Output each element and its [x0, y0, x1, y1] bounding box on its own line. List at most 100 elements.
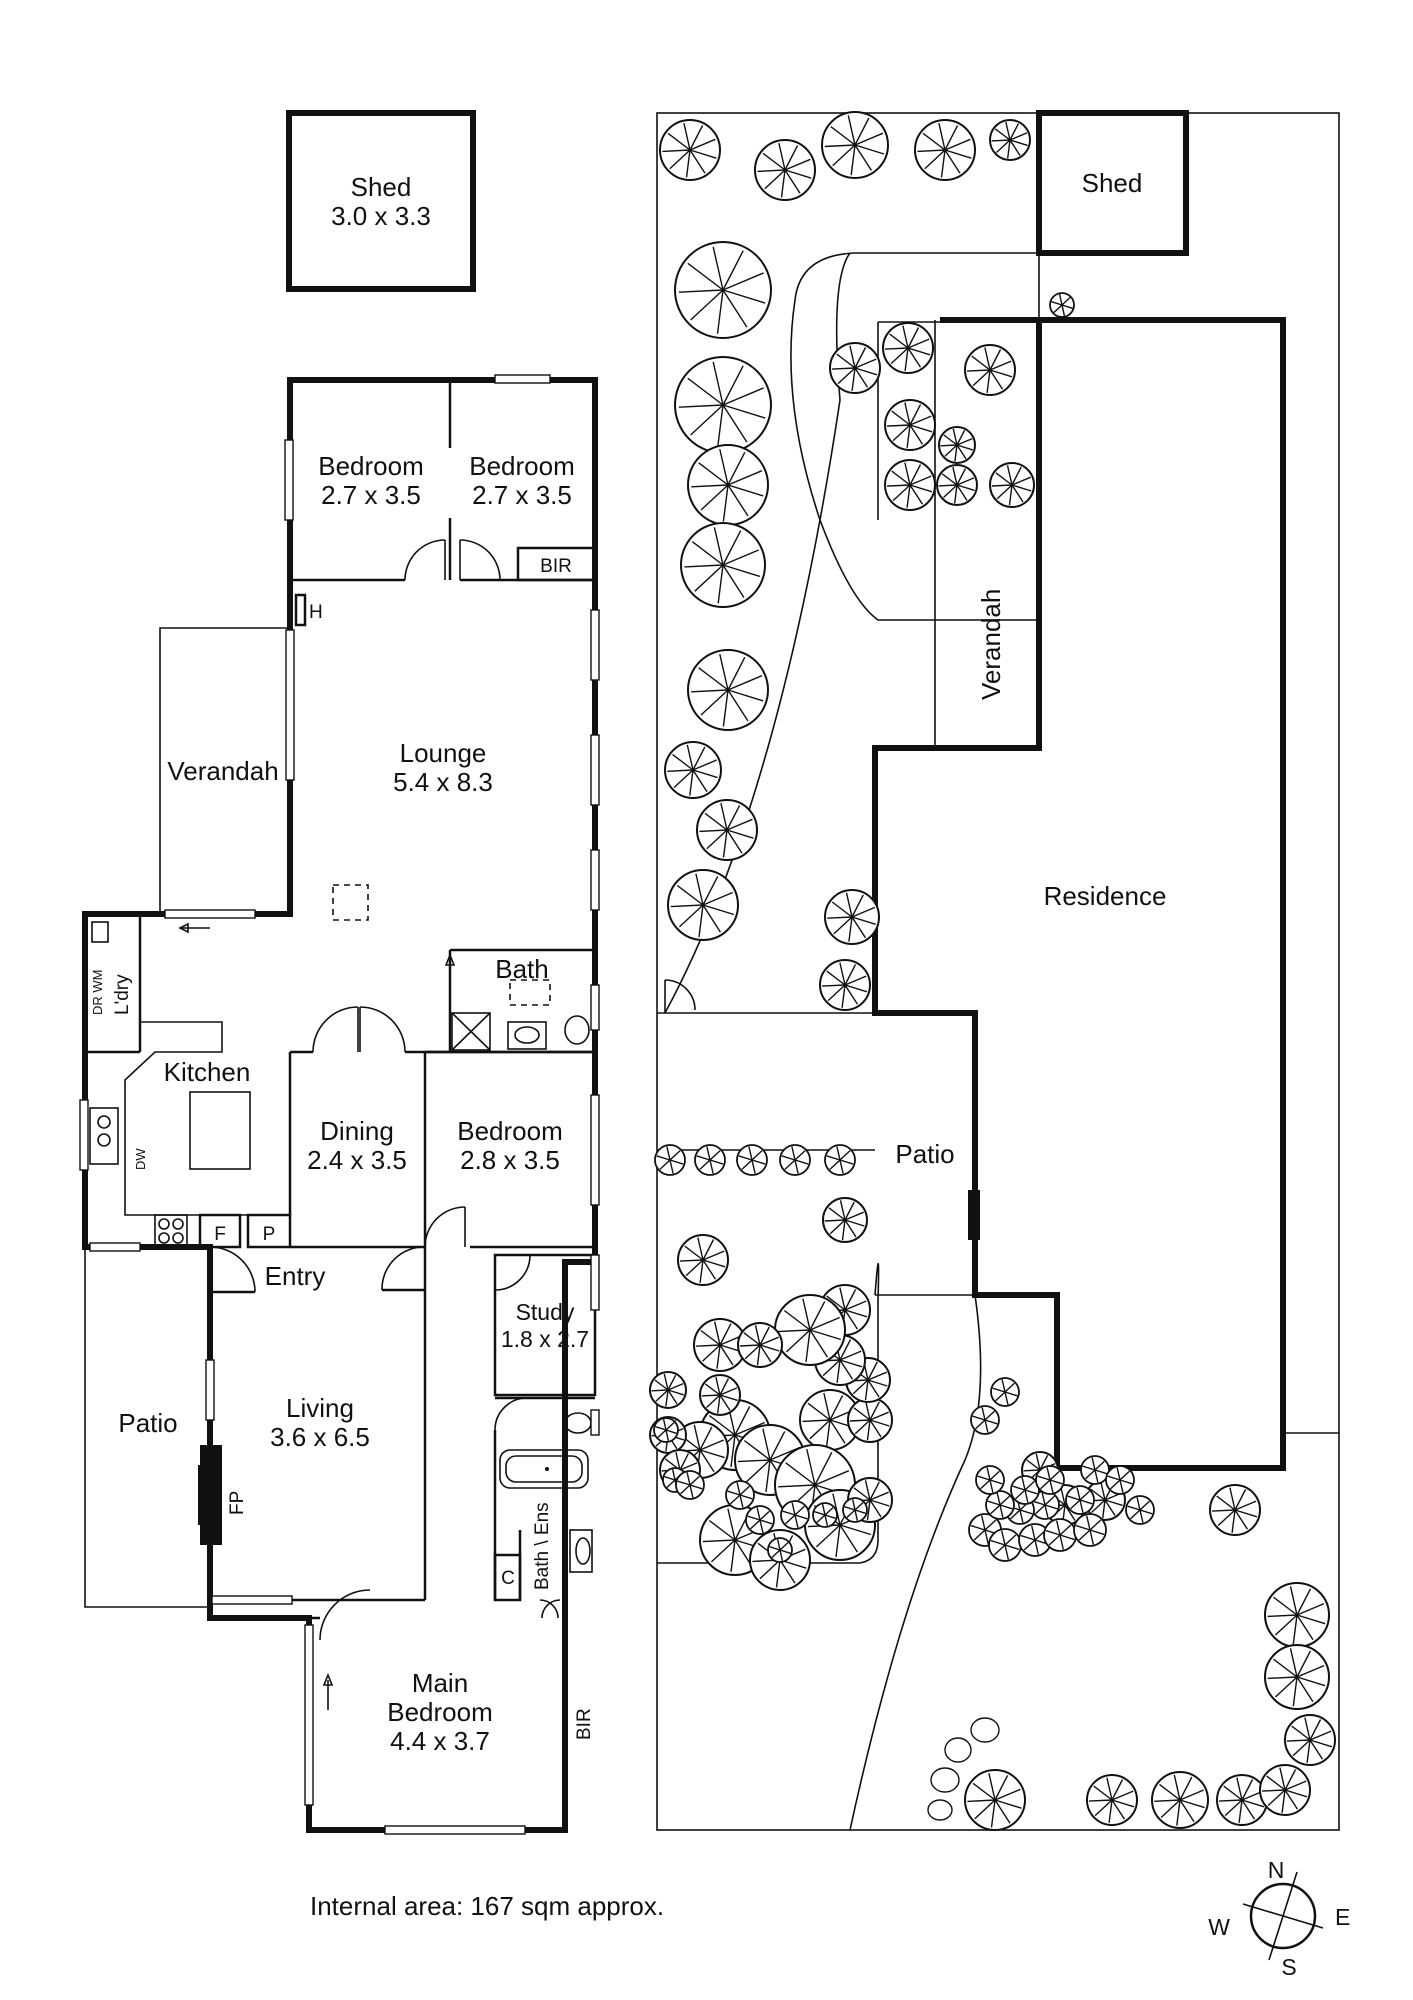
- tree-icon: [649, 1371, 687, 1409]
- tree-icon: [1043, 1518, 1077, 1552]
- bedroom-2-size: 2.7 x 3.5: [472, 480, 572, 510]
- tree-icon: [938, 426, 976, 464]
- tree-icon: [882, 322, 934, 374]
- living-label: Living: [286, 1393, 354, 1423]
- main-bedroom-label-2: Bedroom: [387, 1697, 493, 1727]
- tree-icon: [1105, 1465, 1135, 1495]
- patio-left-label: Patio: [118, 1408, 177, 1438]
- tree-icon: [970, 1405, 1000, 1435]
- lounge-size: 5.4 x 8.3: [393, 767, 493, 797]
- site-verandah-label: Verandah: [976, 589, 1006, 700]
- tree-icon: [667, 869, 739, 941]
- tree-icon: [774, 1294, 846, 1366]
- tree-icon: [884, 399, 936, 451]
- tree-icon: [1010, 1475, 1040, 1505]
- tree-icon: [1284, 1714, 1336, 1766]
- tree-icon: [780, 1500, 810, 1530]
- tree-icon: [1151, 1771, 1209, 1829]
- residence-outline[interactable]: [872, 317, 1286, 1471]
- tree-icon: [767, 1537, 793, 1563]
- verandah-left-label: Verandah: [167, 756, 278, 786]
- tree-icon: [821, 111, 889, 179]
- tree-icon: [964, 344, 1016, 396]
- site-shed: [1036, 110, 1189, 256]
- compass-north: N: [1268, 1857, 1285, 1883]
- tree-icon: [694, 1144, 726, 1176]
- tree-icon: [653, 1417, 679, 1443]
- shed-outline: [286, 110, 476, 292]
- bedroom-3-size: 2.8 x 3.5: [460, 1145, 560, 1175]
- tree-icon: [687, 444, 769, 526]
- pantry-label: P: [263, 1224, 276, 1245]
- main-bedroom-size: 4.4 x 3.7: [390, 1726, 490, 1756]
- site-shed-label: Shed: [1082, 168, 1143, 198]
- cupboard-label: C: [501, 1568, 515, 1589]
- heater-label: H: [309, 602, 323, 623]
- compass-east: E: [1335, 1904, 1350, 1930]
- tree-icon: [1018, 1523, 1052, 1557]
- tree-icon: [812, 1502, 838, 1528]
- bedroom-2-label: Bedroom: [469, 451, 575, 481]
- tree-icon: [1080, 1455, 1110, 1485]
- bedroom-1-size: 2.7 x 3.5: [321, 480, 421, 510]
- tree-icon: [824, 889, 880, 945]
- tree-icon: [674, 356, 772, 454]
- living-size: 3.6 x 6.5: [270, 1422, 370, 1452]
- tree-icon: [1086, 1774, 1138, 1826]
- tree-icon: [1125, 1495, 1155, 1525]
- fridge-label: F: [214, 1224, 226, 1245]
- compass: N S E W: [1208, 1857, 1350, 1980]
- tree-icon: [693, 1318, 747, 1372]
- bedroom-3-label: Bedroom: [457, 1116, 563, 1146]
- laundry-label: L'dry: [112, 974, 133, 1015]
- shed-size: 3.0 x 3.3: [331, 201, 431, 231]
- tree-icon: [989, 462, 1035, 508]
- study-label: Study: [516, 1299, 575, 1325]
- tree-icon: [819, 959, 871, 1011]
- tree-icon: [1264, 1582, 1330, 1648]
- tree-icon: [824, 1144, 856, 1176]
- tree-icon: [1216, 1774, 1268, 1826]
- tree-icon: [736, 1144, 768, 1176]
- tree-icon: [1035, 1465, 1065, 1495]
- site-patio-label: Patio: [895, 1139, 954, 1169]
- tree-icon: [659, 119, 721, 181]
- dishwasher-label: DW: [133, 1148, 148, 1170]
- tree-icon: [1073, 1513, 1107, 1547]
- tree-icon: [677, 1234, 729, 1286]
- compass-west: W: [1208, 1914, 1230, 1940]
- tree-icon: [964, 1769, 1026, 1831]
- tree-icon: [725, 1480, 755, 1510]
- tree-icon: [654, 1144, 686, 1176]
- kitchen-label: Kitchen: [164, 1057, 251, 1087]
- tree-icon: [842, 1497, 868, 1523]
- bath-ens-label: Bath \ Ens: [532, 1502, 553, 1590]
- tree-icon: [674, 241, 772, 339]
- site-plan: Shed Residence Verandah Patio: [656, 110, 1340, 1831]
- tree-icon: [975, 1465, 1005, 1495]
- tree-icon: [822, 1197, 868, 1243]
- floor-plan: Shed 3.0 x 3.3 H: [79, 110, 664, 1921]
- tree-icon: [1259, 1764, 1311, 1816]
- tree-icon: [696, 799, 758, 861]
- trees: [649, 111, 1336, 1831]
- tree-icon: [687, 649, 769, 731]
- fireplace-label: FP: [227, 1491, 248, 1515]
- compass-south: S: [1281, 1954, 1296, 1980]
- tree-icon: [737, 1322, 783, 1368]
- house-exterior-walls: [82, 377, 598, 1833]
- tree-icon: [914, 119, 976, 181]
- dining-label: Dining: [320, 1116, 394, 1146]
- bir-main-label: BIR: [574, 1708, 595, 1740]
- tree-icon: [779, 1144, 811, 1176]
- laundry-appliances: DR WM: [90, 970, 105, 1016]
- tree-icon: [985, 1490, 1015, 1520]
- tree-icon: [664, 741, 722, 799]
- internal-area-caption: Internal area: 167 sqm approx.: [310, 1891, 664, 1921]
- dining-size: 2.4 x 3.5: [307, 1145, 407, 1175]
- tree-icon: [699, 1374, 741, 1416]
- main-bedroom-label-1: Main: [412, 1668, 468, 1698]
- lounge-label: Lounge: [400, 738, 487, 768]
- bath-label: Bath: [495, 954, 549, 984]
